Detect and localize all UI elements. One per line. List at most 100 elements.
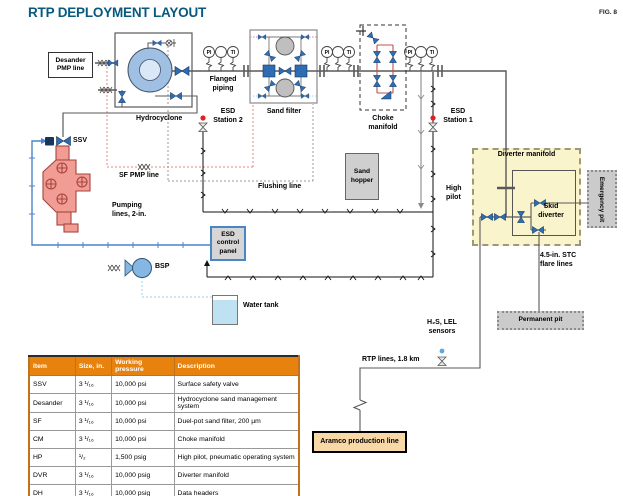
permanent-pit: Permanent pit xyxy=(497,311,584,330)
gauge-ti-label: TI xyxy=(231,50,236,56)
flushing-line xyxy=(167,46,314,182)
cell-description: Surface safety valve xyxy=(173,375,300,394)
flange-pairs xyxy=(243,65,443,77)
water-tank-label: Water tank xyxy=(243,302,279,309)
cell-size: 3 ¹/₁₆ xyxy=(74,412,113,431)
sand-hopper-box: Sand hopper xyxy=(345,153,379,200)
cell-size: 3 ¹/₁₆ xyxy=(74,393,113,413)
bsp-label: BSP xyxy=(155,263,170,270)
cell-size: 3 ¹/₁₆ xyxy=(74,375,113,394)
arrow-down-icon xyxy=(418,203,424,209)
ssv-label: SSV xyxy=(73,137,88,144)
figure-number: FIG. 8 xyxy=(598,9,617,16)
cell-item: SF xyxy=(28,412,76,431)
diverter-manifold-box xyxy=(472,148,581,246)
cell-pressure: 10,000 psi xyxy=(111,393,175,413)
page-title: RTP DEPLOYMENT LAYOUT xyxy=(28,5,207,20)
desander-pmp-label: Desander PMP line xyxy=(55,56,86,72)
cell-description: Diverter manifold xyxy=(173,466,300,485)
cell-item: CM xyxy=(28,430,76,449)
flanged-piping-label: Flanged piping xyxy=(209,76,237,92)
valve-icon xyxy=(107,59,119,67)
cell-pressure: 10,000 psig xyxy=(111,484,175,496)
water-suction-line xyxy=(141,277,212,298)
valve-icon xyxy=(481,213,493,221)
pumping-line xyxy=(29,140,210,248)
sf-pmp-line-label: SF PMP line xyxy=(119,172,159,179)
esd-control-panel: ESD control panel xyxy=(210,226,246,261)
esd-station-2-label: ESD Station 2 xyxy=(213,108,243,124)
water-tank xyxy=(212,295,238,325)
cell-description: High pilot, pneumatic operating system xyxy=(173,448,300,467)
emergency-pit: Emergency pit xyxy=(587,170,617,228)
pumping-lines-label: Pumping lines, 2-in. xyxy=(112,202,147,218)
hydrocyclone-internals xyxy=(62,39,198,137)
gauge-pi-label: PI xyxy=(325,50,330,56)
sand-filter-label: Sand filter xyxy=(266,108,302,115)
esd-station-1-label: ESD Station 1 xyxy=(443,108,473,124)
cell-description: Hydrocyclone sand management system xyxy=(173,393,300,413)
cell-item: Desander xyxy=(28,393,76,413)
cell-item: DVR xyxy=(28,466,76,485)
rtp-lines-label: RTP lines, 1.8 km xyxy=(362,356,420,363)
flare-lines-label: 4.5-in. STC flare lines xyxy=(540,252,577,268)
valve-icon xyxy=(532,226,544,234)
cell-description: Data headers xyxy=(173,484,300,496)
cell-pressure: 1,500 psig xyxy=(111,448,175,467)
flushing-line-label: Flushing line xyxy=(258,183,302,190)
esd-station-2-icon xyxy=(198,115,208,132)
table-row: CM 3 ¹/₁₆ 10,000 psi Choke manifold xyxy=(28,430,300,449)
high-pilot-label: High pilot xyxy=(446,185,462,201)
gauge-pi-label: PI xyxy=(207,50,212,56)
cell-size: ¹/₂ xyxy=(74,448,113,467)
desander-pmp-box: Desander PMP line xyxy=(48,52,93,78)
diverter-plumbing xyxy=(352,186,587,431)
cell-pressure: 10,000 psig xyxy=(111,466,175,485)
cell-item: SSV xyxy=(28,375,76,394)
ssv-valve xyxy=(45,113,71,146)
cell-size: 3 ¹/₁₆ xyxy=(74,430,113,449)
gauge-set-2: PI TI xyxy=(321,46,355,72)
cell-item: DH xyxy=(28,484,76,496)
choke-manifold-label: Choke manifold xyxy=(368,115,398,131)
cell-pressure: 10,000 psi xyxy=(111,375,175,394)
sand-filter-internals xyxy=(250,34,317,99)
col-description: Description xyxy=(173,355,300,376)
esd-station-1-icon xyxy=(428,115,438,132)
table-row: DH 3 ¹/₁₆ 10,000 psig Data headers xyxy=(28,484,300,496)
sf-pmp-line xyxy=(106,67,254,168)
h2s-sensor-icon xyxy=(437,348,447,366)
gauge-set-3: PI TI xyxy=(404,46,438,72)
bsp-pump xyxy=(107,258,152,278)
arrow-up-icon xyxy=(204,260,210,266)
valve-icon xyxy=(494,213,506,221)
cell-size: 3 ¹/₁₆ xyxy=(74,484,113,496)
spec-table: Item Size, in. Working pressure Descript… xyxy=(28,355,300,496)
esd-control-panel-label: ESD control panel xyxy=(216,231,240,255)
skid-diverter-label: Skid diverter xyxy=(538,203,564,219)
table-row: SSV 3 ¹/₁₆ 10,000 psi Surface safety val… xyxy=(28,375,300,394)
wellhead-symbol xyxy=(42,145,91,233)
cell-size: 3 ¹/₁₆ xyxy=(74,466,113,485)
hose-symbol xyxy=(137,163,151,171)
table-row: SF 3 ¹/₁₆ 10,000 psi Duel-pot sand filte… xyxy=(28,412,300,431)
h2s-sensors-label: H₂S, LEL sensors xyxy=(427,319,457,335)
arrow-right-icon xyxy=(41,138,47,144)
sand-hopper-label: Sand hopper xyxy=(350,168,374,184)
hydrocyclone-label: Hydrocyclone xyxy=(136,115,183,122)
cell-item: HP xyxy=(28,448,76,467)
hose-symbol xyxy=(99,86,113,94)
table-row: DVR 3 ¹/₁₆ 10,000 psig Diverter manifold xyxy=(28,466,300,485)
choke-manifold-symbol xyxy=(356,24,407,111)
col-item: Item xyxy=(28,355,76,376)
water-level xyxy=(213,300,237,324)
gauge-ti-label: TI xyxy=(430,50,435,56)
col-size: Size, in. xyxy=(74,355,113,376)
permanent-pit-label: Permanent pit xyxy=(518,316,563,324)
col-pressure: Working pressure xyxy=(111,355,175,376)
aramco-production-line-label: Aramco production line xyxy=(320,437,399,445)
diverter-manifold-label: Diverter manifold xyxy=(497,151,556,158)
cell-pressure: 10,000 psi xyxy=(111,412,175,431)
